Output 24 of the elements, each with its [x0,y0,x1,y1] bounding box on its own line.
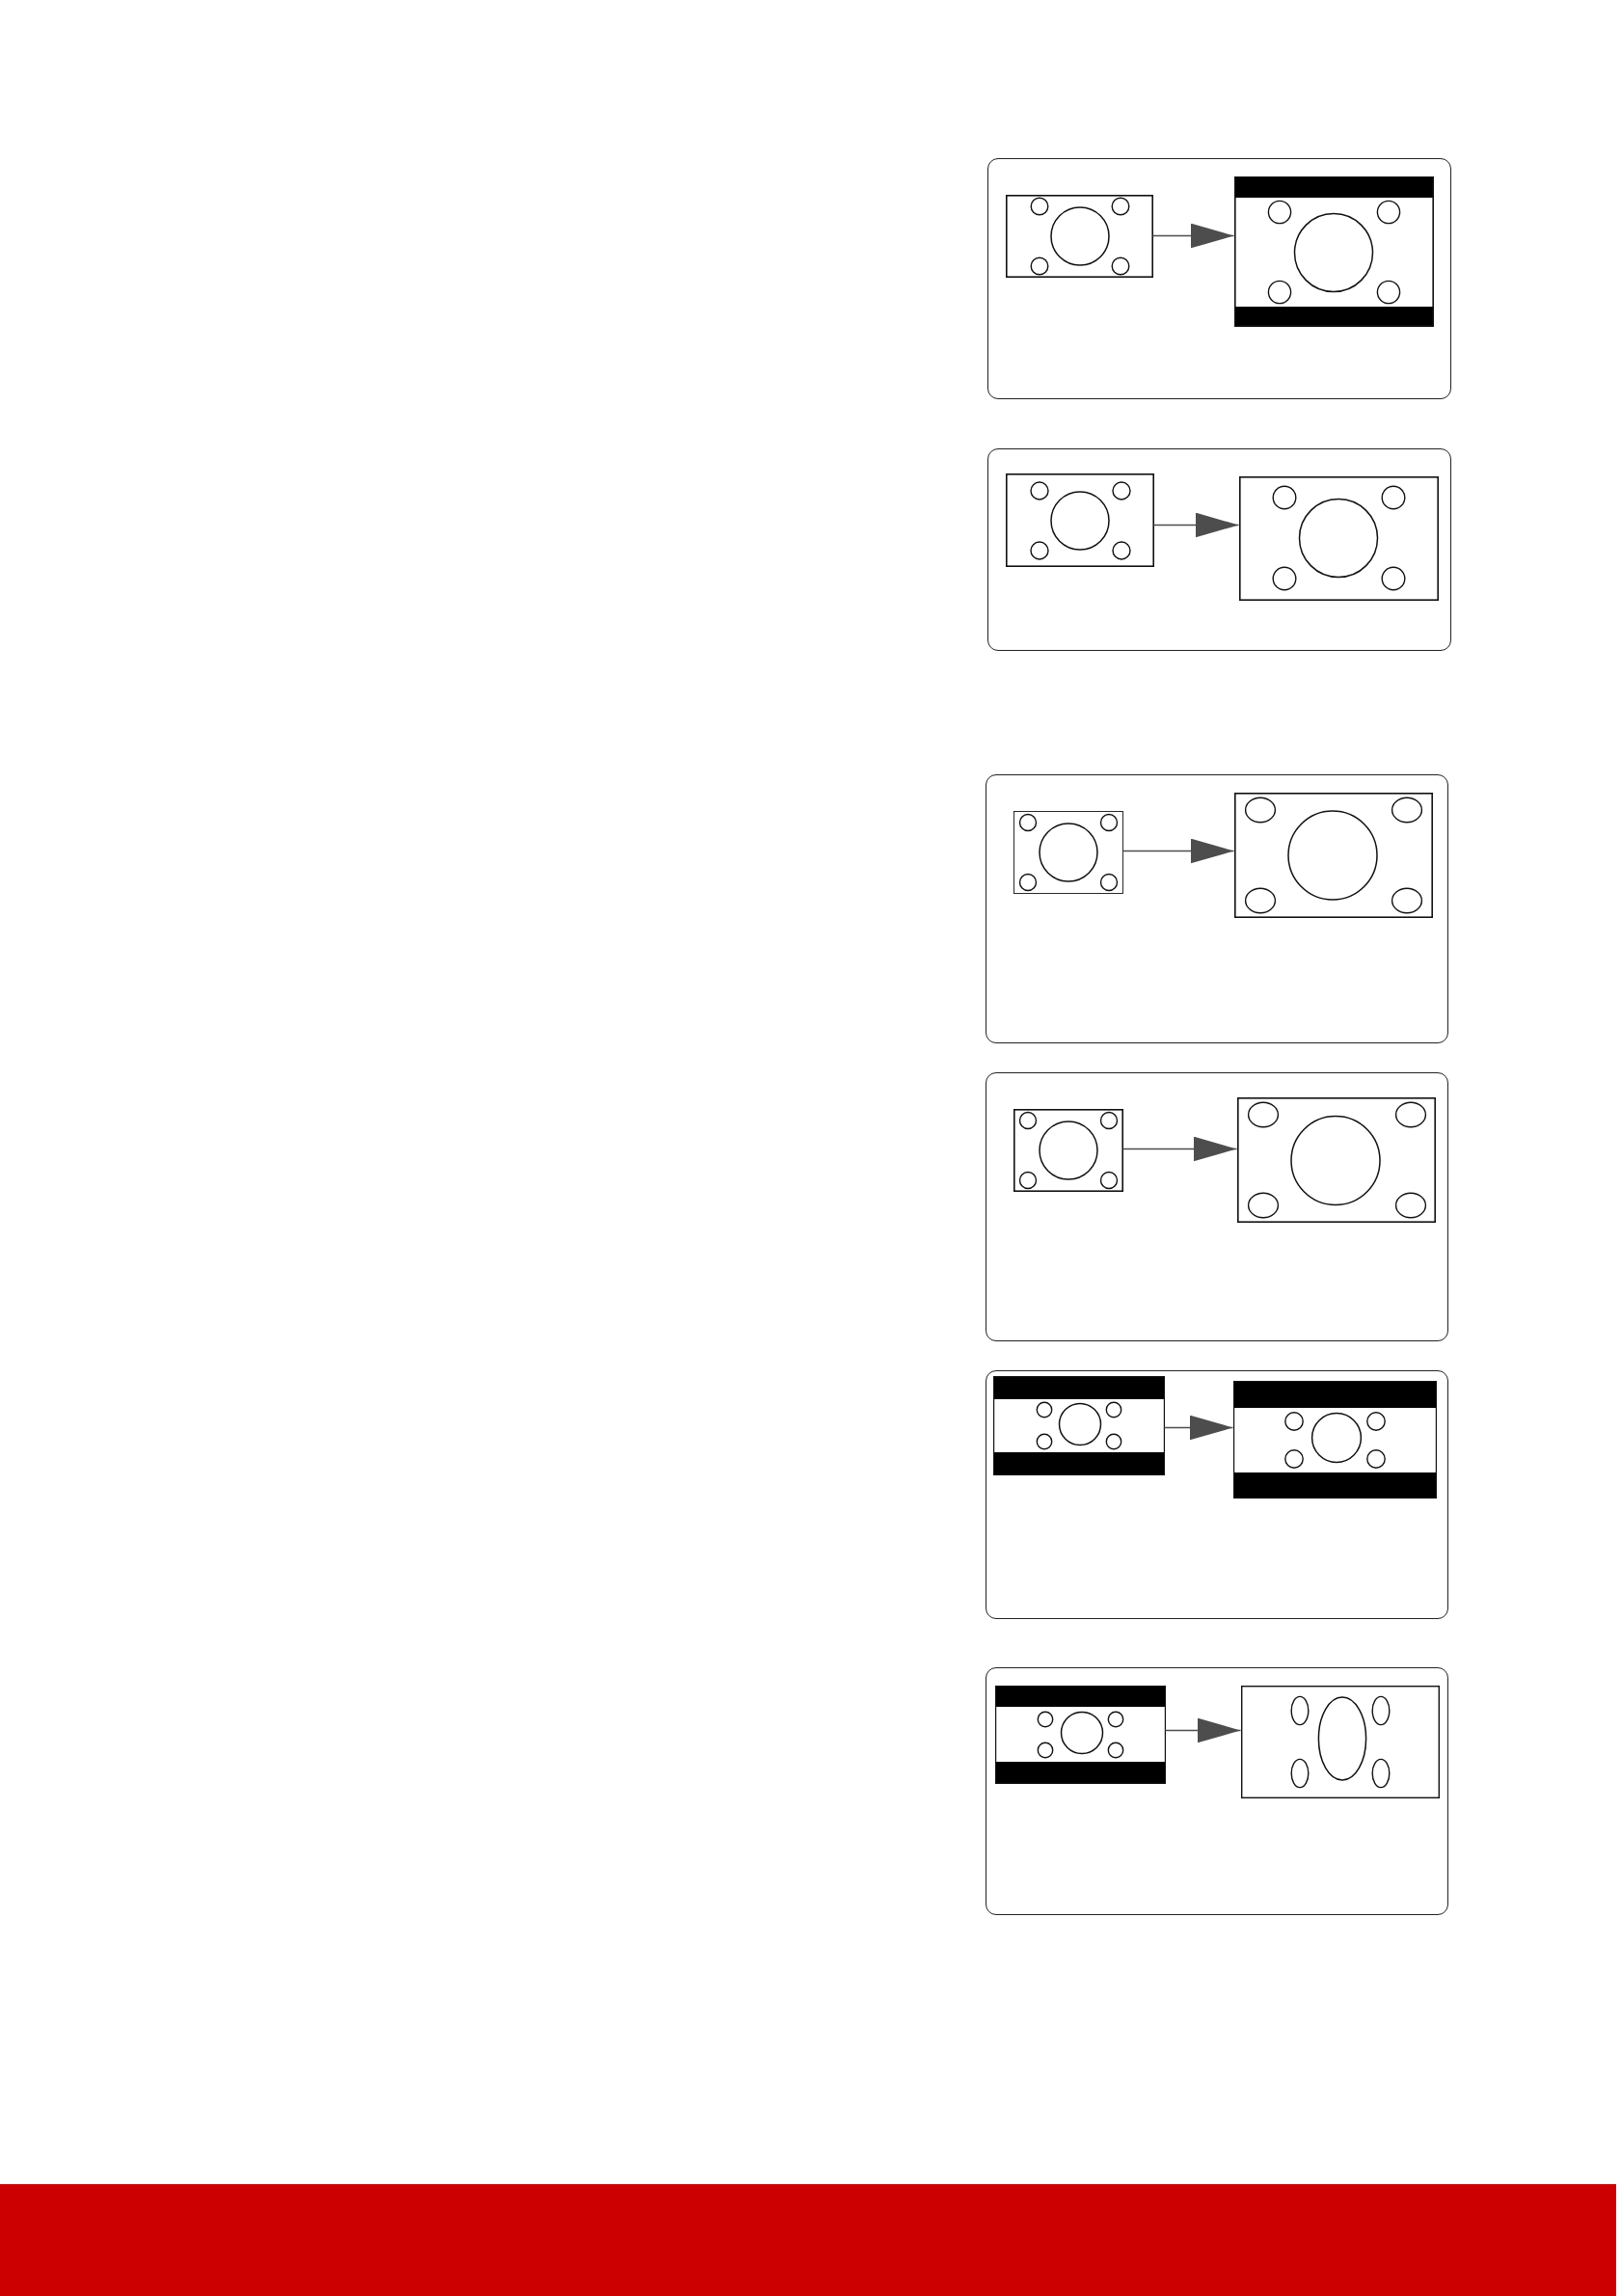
rounded-panel [987,448,1451,651]
arrow [1151,223,1235,249]
screen-drawing [1005,473,1154,567]
screen-drawing [1013,1108,1123,1192]
rounded-panel [986,1667,1448,1915]
arrow [1164,1717,1242,1743]
arrow [1152,512,1240,538]
rounded-panel [986,1370,1448,1619]
arrow [1121,1136,1238,1162]
screen-drawing [992,1375,1165,1475]
screen-drawing [1240,1685,1440,1798]
screen-drawing [1233,176,1434,327]
rounded-panel [987,158,1451,399]
screen-drawing [994,1685,1166,1784]
screen-drawing [1013,810,1123,894]
screen-drawing [1233,792,1433,918]
arrow [1163,1415,1234,1441]
rounded-panel [986,1072,1448,1341]
screen-drawing [1005,194,1153,278]
arrow [1121,838,1235,864]
screen-drawing [1232,1380,1437,1499]
screen-drawing [1238,475,1439,601]
rounded-panel [986,774,1448,1043]
screen-drawing [1236,1096,1436,1223]
